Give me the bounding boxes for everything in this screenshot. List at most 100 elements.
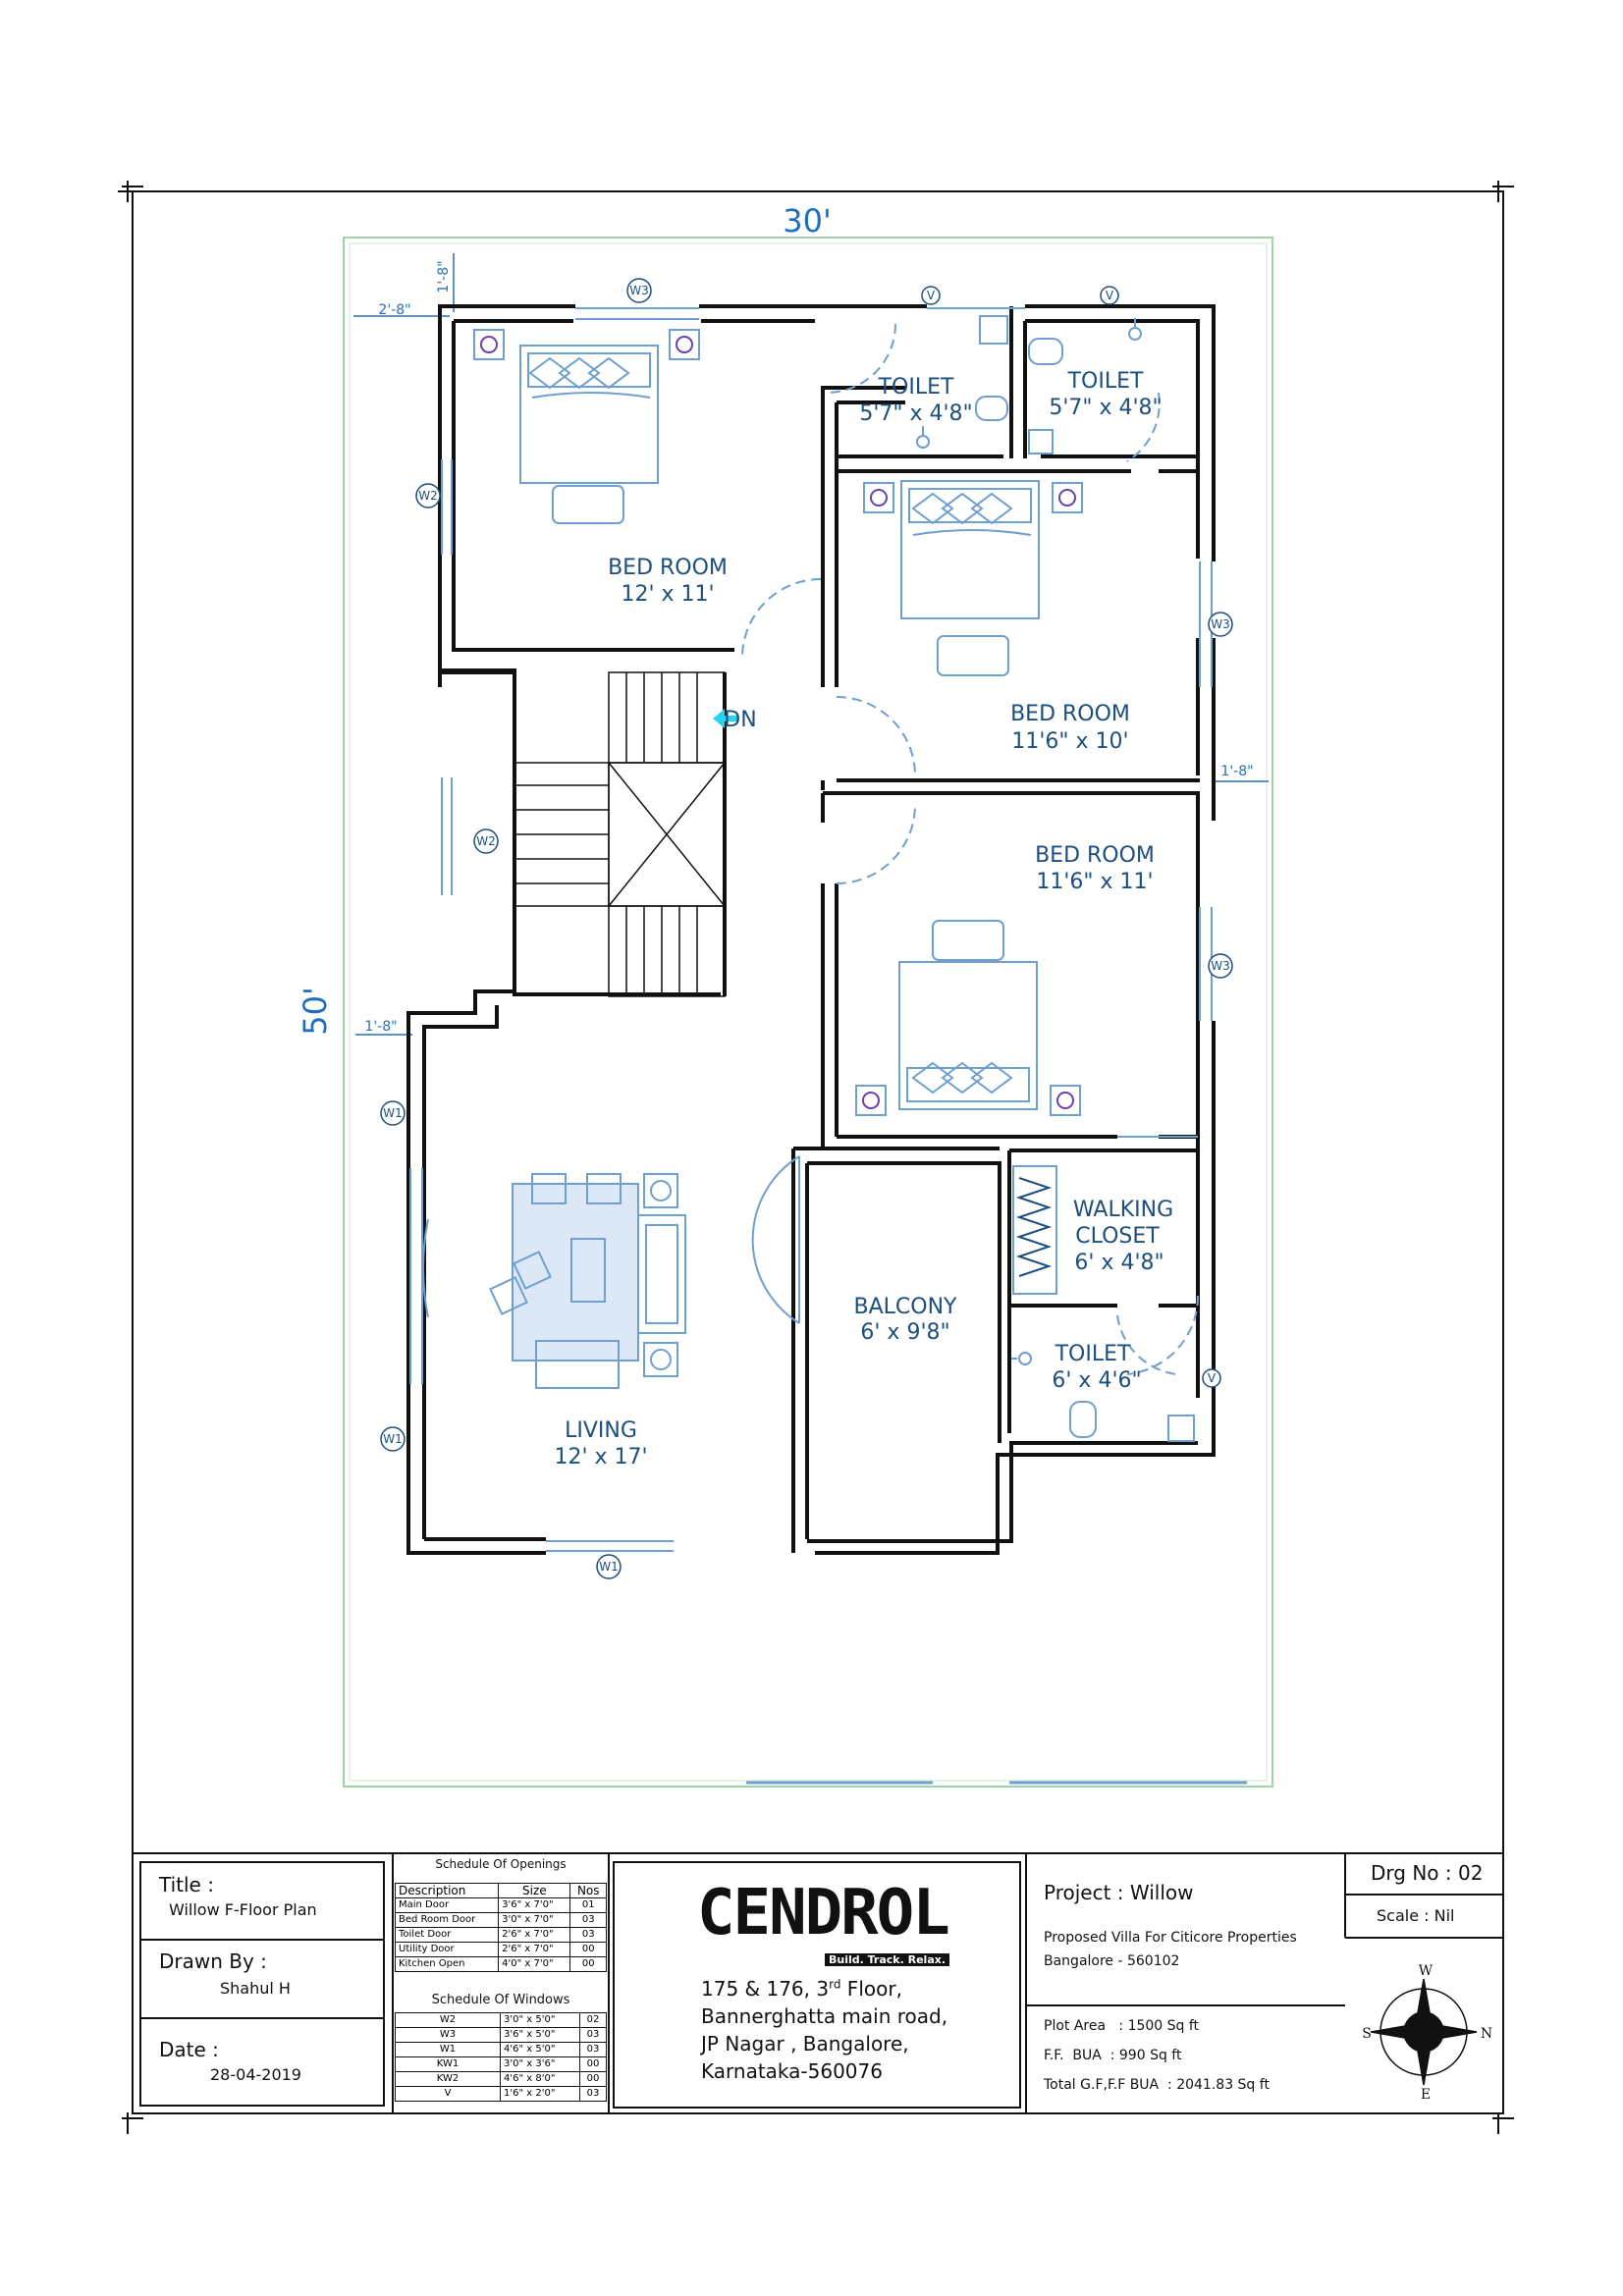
col-description: Description [394,1883,500,1898]
room-bed-2-size: 11'6" x 10' [1011,729,1128,754]
table-cell: W1 [395,2042,501,2057]
drawn-label: Drawn By : [159,1949,267,1973]
wardrobe [1012,1165,1057,1295]
sheet-border [132,190,1504,2114]
setback-right: 1'-8" [1220,764,1253,779]
setback-top-left: 2'-8" [378,302,410,318]
room-closet-size: 6' x 4'8" [1074,1251,1163,1275]
window-tags [380,278,1233,1579]
room-bed-3-name: BED ROOM [1035,843,1155,868]
stair-arrow-icon [713,709,738,728]
tag-w3-bed3: W3 [1211,959,1230,973]
col-size: Size [498,1883,571,1898]
table-cell: 00 [579,2056,607,2072]
table-cell: 3'6" x 7'0" [498,1897,571,1913]
compass-rose-icon [1370,1978,1478,2086]
title-info-box [139,1861,385,2107]
project-label: Project : Willow [1044,1881,1194,1904]
drawn-value: Shahul H [220,1979,291,1998]
compass-s: S [1362,2026,1372,2042]
col-nos: Nos [569,1883,607,1898]
room-toilet-3-size: 6' x 4'6" [1052,1368,1141,1393]
table-cell: 01 [569,1897,607,1913]
date-value: 28-04-2019 [210,2065,301,2084]
table-cell: 03 [579,2086,607,2102]
title-value: Willow F-Floor Plan [169,1900,317,1919]
divider [139,1939,385,1941]
tag-v-toilet1: V [927,289,936,302]
table-cell: Toilet Door [394,1927,500,1943]
address-end: Floor, [840,1977,902,2001]
room-bed-3-size: 11'6" x 11' [1036,870,1153,894]
title-label: Title : [159,1873,214,1896]
project-desc-1: Proposed Villa For Citicore Properties [1044,1930,1297,1946]
door-swings [741,323,1200,1375]
table-cell: V [395,2086,501,2102]
room-bed-2-name: BED ROOM [1010,702,1130,726]
address-sup: rd [829,1977,841,1992]
table-cell: KW1 [395,2056,501,2072]
table-cell: 3'0" x 5'0" [499,2012,581,2028]
date-label: Date : [159,2038,219,2061]
table-cell: 3'6" x 5'0" [499,2027,581,2043]
table-cell: 3'0" x 7'0" [498,1912,571,1928]
setback-left: 1'-8" [364,1019,397,1035]
setback-dims [353,253,1269,1036]
bed-1 [473,329,700,524]
tag-w3-bed2: W3 [1211,617,1230,631]
tag-v-toilet2: V [1106,289,1114,302]
tag-w3-top: W3 [629,284,649,297]
table-cell: 2'6" x 7'0" [498,1942,571,1957]
company-box [613,1861,1021,2109]
table-cell: 03 [579,2027,607,2043]
living-furniture [422,1173,686,1389]
table-cell: Main Door [394,1897,500,1913]
table-cell: 03 [579,2042,607,2057]
address-line-4: Karnataka-560076 [701,2059,883,2083]
bed-2 [863,480,1083,676]
walls [406,304,1216,1555]
compass-n: N [1481,2026,1492,2042]
project-desc-2: Bangalore - 560102 [1044,1953,1180,1969]
company-logo: CENDROL [697,1877,950,1949]
table-cell: 00 [569,1942,607,1957]
table-cell: 2'6" x 7'0" [498,1927,571,1943]
address-line-1: 175 & 176, 3rd Floor, [701,1977,902,2001]
plot-length-label: 50' [297,987,334,1036]
table-cell: Kitchen Open [394,1956,500,1972]
address-main: 175 & 176, 3 [701,1977,830,2001]
openings-heading: Schedule Of Openings [435,1857,567,1871]
table-cell: W2 [395,2012,501,2028]
room-bed-1-name: BED ROOM [608,556,728,580]
tag-w1-bottom: W1 [599,1560,619,1574]
table-cell: 02 [579,2012,607,2028]
address-line-3: JP Nagar , Bangalore, [701,2032,909,2056]
toilet-fixtures [916,315,1195,1442]
tag-w2-stair: W2 [476,834,496,848]
window-bands [409,307,1213,1552]
room-toilet-1-name: TOILET [878,375,954,400]
room-living-name: LIVING [565,1418,637,1443]
room-toilet-2-size: 5'7" x 4'8" [1049,396,1162,420]
ff-bua: F.F. BUA : 990 Sq ft [1044,2048,1182,2063]
windows-heading: Schedule Of Windows [431,1993,570,2007]
room-living-size: 12' x 17' [554,1445,647,1469]
room-toilet-3-name: TOILET [1055,1342,1131,1366]
staircase [514,671,726,997]
table-cell: 4'0" x 7'0" [498,1956,571,1972]
total-bua: Total G.F,F.F BUA : 2041.83 Sq ft [1044,2077,1270,2093]
stair-down-label: DN [724,708,756,732]
